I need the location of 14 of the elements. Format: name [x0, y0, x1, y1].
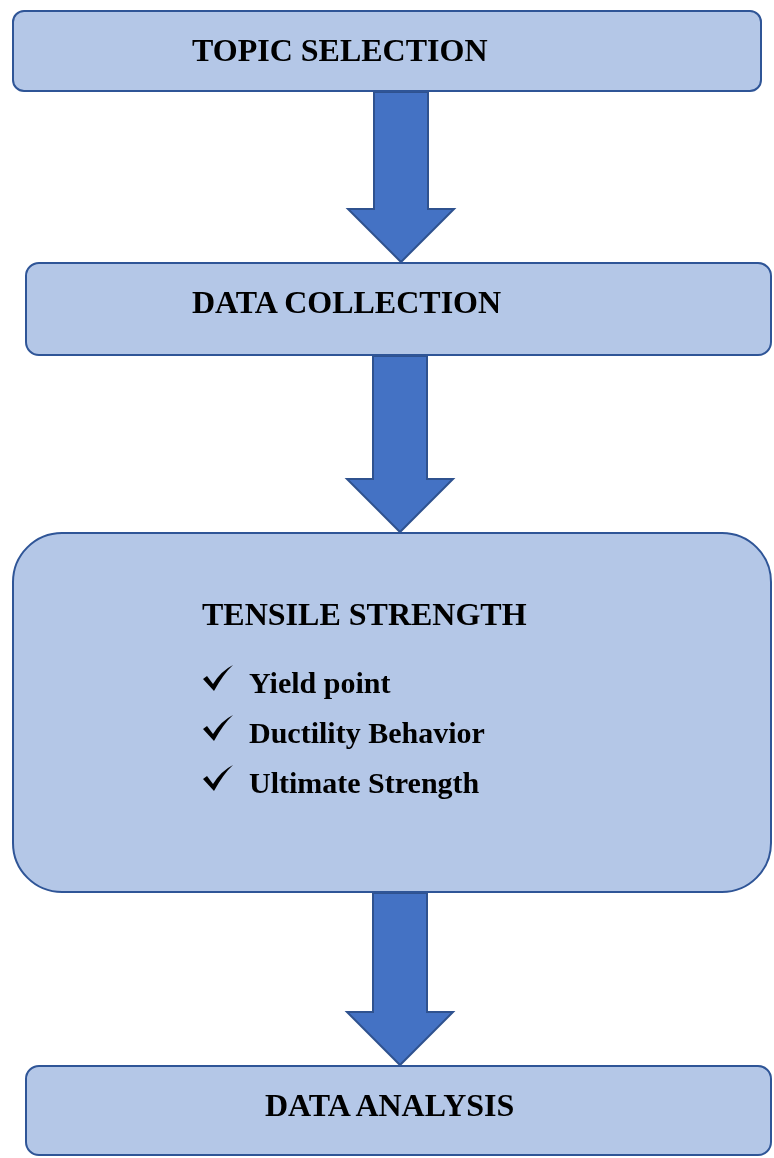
- block-arrow: [345, 91, 457, 264]
- block-arrow: [344, 355, 456, 534]
- process-box: [12, 532, 772, 893]
- list-item: Ductility Behavior: [249, 718, 485, 748]
- process-box: [25, 262, 772, 356]
- process-box: [25, 1065, 772, 1156]
- box-title: DATA ANALYSIS: [265, 1089, 515, 1121]
- block-arrow: [344, 892, 456, 1067]
- box-title: TOPIC SELECTION: [192, 34, 488, 66]
- box-title: DATA COLLECTION: [192, 286, 502, 318]
- box-title: TENSILE STRENGTH: [202, 598, 527, 630]
- process-box: [12, 10, 762, 92]
- list-item: Yield point: [249, 668, 391, 698]
- list-item: Ultimate Strength: [249, 768, 480, 798]
